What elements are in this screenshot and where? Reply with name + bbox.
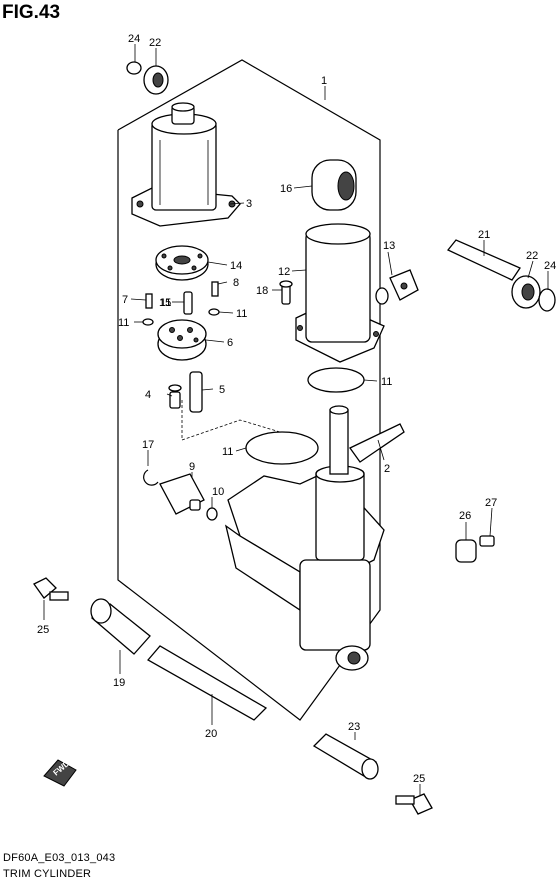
bracket-2[interactable] [349, 423, 405, 463]
callout-11d: 11 [222, 446, 233, 458]
figure-title: FIG.43 [2, 2, 61, 23]
ring-24-left[interactable] [126, 61, 142, 75]
callout-5: 5 [219, 384, 225, 396]
cylinder-body[interactable] [224, 405, 385, 671]
callout-20: 20 [205, 728, 217, 740]
callout-1: 1 [321, 75, 327, 87]
sleeve-23[interactable] [312, 733, 379, 780]
bolt-25-lower[interactable] [395, 793, 433, 815]
callout-23: 23 [348, 721, 360, 733]
callout-11a: 11 [118, 317, 129, 329]
callout-3: 3 [246, 198, 252, 210]
callout-6: 6 [227, 337, 233, 349]
leader-lines [43, 44, 549, 796]
callout-11c: 11 [381, 376, 392, 388]
callout-7: 7 [122, 294, 128, 306]
callout-22a: 22 [149, 37, 161, 49]
callout-9: 9 [189, 461, 195, 473]
check-valves[interactable] [168, 371, 203, 413]
callout-2: 2 [384, 463, 390, 475]
callout-24a: 24 [128, 33, 140, 45]
callout-numbers: 1 2 3 4 5 6 7 8 9 10 11 11 11 11 11 12 1… [37, 33, 556, 785]
trim-motor[interactable] [131, 102, 241, 227]
screw-18[interactable] [279, 280, 293, 305]
callout-18: 18 [256, 285, 268, 297]
callout-13: 13 [383, 240, 395, 252]
callout-25b: 25 [413, 773, 425, 785]
callout-17: 17 [142, 439, 154, 451]
callout-16: 16 [280, 183, 292, 195]
o-ring-cylinder[interactable] [307, 367, 365, 393]
fwd-badge: FWD [43, 759, 77, 787]
ring-24-right[interactable] [538, 288, 556, 312]
callout-21: 21 [478, 229, 490, 241]
callout-11e: 11 [160, 297, 171, 309]
o-ring-large[interactable] [245, 431, 319, 465]
sleeve-19[interactable] [90, 598, 151, 655]
drawing-code: DF60A_E03_013_043 [3, 852, 116, 864]
callout-10: 10 [212, 486, 224, 498]
callout-4: 4 [145, 389, 151, 401]
callout-15: 15 [159, 297, 171, 309]
bolt-25-upper[interactable] [33, 577, 69, 601]
callout-12: 12 [278, 266, 290, 278]
callout-25a: 25 [37, 624, 49, 636]
anode-26[interactable] [455, 539, 477, 563]
assembly-boundary [117, 59, 381, 721]
reservoir[interactable] [295, 223, 385, 363]
drawing-caption: TRIM CYLINDER [3, 868, 92, 880]
callout-22b: 22 [526, 250, 538, 262]
pin-21[interactable] [446, 239, 521, 281]
pin-20[interactable] [146, 645, 268, 721]
bushing-22-left[interactable] [143, 65, 169, 95]
pump-gear[interactable] [155, 245, 209, 281]
callout-27: 27 [485, 497, 497, 509]
callout-24b: 24 [544, 260, 556, 272]
bushing-22-right[interactable] [511, 275, 541, 309]
small-bolts[interactable] [142, 281, 220, 326]
bolt-27[interactable] [479, 535, 495, 547]
manual-valve[interactable] [143, 469, 218, 521]
guide-line-a [181, 400, 281, 441]
callout-19: 19 [113, 677, 125, 689]
callout-26: 26 [459, 510, 471, 522]
callout-14: 14 [230, 260, 242, 272]
bushing-16[interactable] [311, 159, 357, 211]
valve-body[interactable] [157, 319, 207, 361]
filler-plug[interactable] [375, 269, 419, 305]
callout-8: 8 [233, 277, 239, 289]
callout-11b: 11 [236, 308, 247, 320]
